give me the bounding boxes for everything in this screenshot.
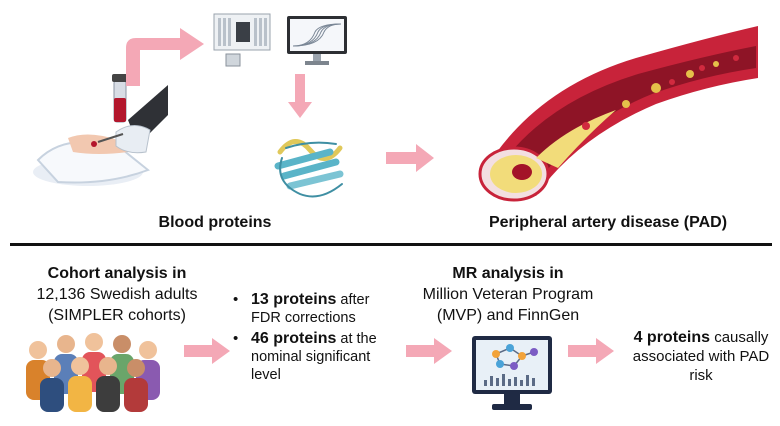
finding-item: 46 proteins at the nominal significant l…	[229, 330, 389, 384]
finding-item: 13 proteins after FDR corrections	[229, 291, 389, 327]
mr-line-3: (MVP) and FinnGen	[436, 307, 580, 324]
assay-plate-icon	[213, 13, 271, 67]
arrow-right-2	[406, 338, 452, 364]
cohort-population: 12,136 Swedish adults	[36, 286, 198, 303]
arrow-right-3	[568, 338, 614, 364]
mr-line-2: Million Veteran Program	[422, 286, 594, 303]
cohort-name: (SIMPLER cohorts)	[48, 307, 186, 324]
pad-label: Peripheral artery disease (PAD)	[488, 214, 728, 231]
arrow-up-right	[126, 28, 204, 86]
result-text: 4 proteins causally associated with PAD …	[632, 329, 770, 384]
cohort-title: Cohort analysis in	[47, 265, 187, 282]
artery-illustration	[478, 26, 758, 202]
qpcr-monitor-icon	[287, 16, 347, 65]
arrow-down	[288, 74, 312, 118]
section-divider	[10, 243, 772, 246]
blood-proteins-label: Blood proteins	[158, 214, 272, 231]
people-group-illustration	[26, 333, 160, 412]
blood-draw-illustration	[33, 74, 168, 186]
arrow-right-1	[184, 338, 230, 364]
findings-list: 13 proteins after FDR corrections 46 pro…	[229, 291, 389, 387]
arrow-right-top	[386, 144, 434, 172]
mr-title: MR analysis in	[452, 265, 564, 282]
mr-computer-icon	[472, 336, 552, 410]
protein-structure-icon	[274, 139, 344, 198]
